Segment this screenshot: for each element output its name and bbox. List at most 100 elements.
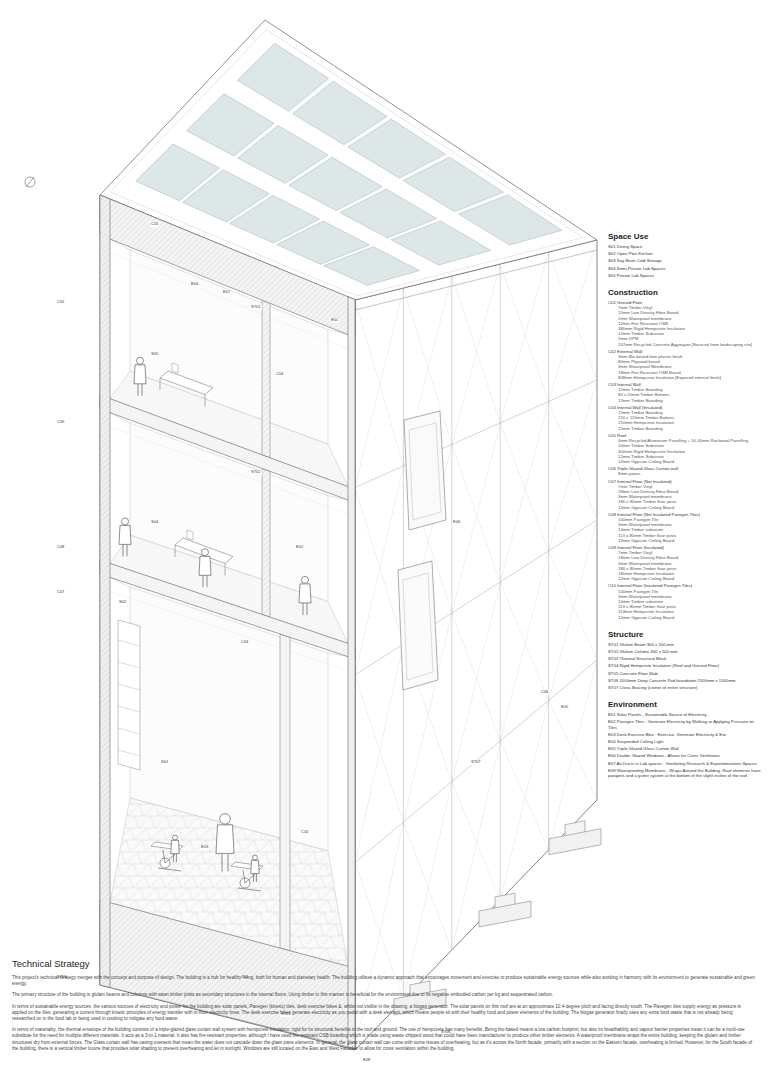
spec-layer: 3mm Waterproof Membrane xyxy=(608,364,763,369)
callout-number: S01 xyxy=(160,760,169,765)
spec-item: E03 Desk Exercise Bike - Exercise, Gener… xyxy=(608,732,763,737)
curtain-wall-section xyxy=(348,297,355,1049)
cross-bracing xyxy=(452,423,500,613)
solar-panel xyxy=(459,195,562,245)
bike-base xyxy=(158,868,181,871)
spec-layer: 7mm Timber Vinyl xyxy=(608,305,763,310)
legend-panel: Space UseS01 Dining SpaceS02 Open Plan K… xyxy=(608,232,763,778)
bike-base xyxy=(238,888,261,891)
spec-item: E02 Pavegen Tiles - Generate Electricity… xyxy=(608,719,763,729)
person-leg xyxy=(307,603,308,615)
callout-number: E02 xyxy=(295,545,304,550)
spec-layer: 10mm Timber substrate xyxy=(608,527,763,532)
external-wall xyxy=(100,195,110,988)
callout-number: E07 xyxy=(222,290,231,295)
spec-layer: 12mm Gypsum Ceiling Board xyxy=(608,538,763,543)
callout-number: E03 xyxy=(200,845,209,850)
lab-equipment xyxy=(172,363,178,373)
shelf xyxy=(118,706,140,712)
person-head xyxy=(173,835,178,840)
spec-item: S04 Semi-Private Lab Spaces xyxy=(608,266,763,271)
person-leg xyxy=(173,854,174,862)
lab-equipment xyxy=(187,530,193,540)
cross-bracing xyxy=(500,582,548,701)
cross-bracing xyxy=(355,675,403,822)
callout-number: C02 xyxy=(56,300,65,305)
section-heading: Construction xyxy=(608,288,763,297)
lab-coat xyxy=(199,556,211,575)
person-figure xyxy=(216,814,234,872)
floor-slab xyxy=(100,395,355,503)
cross-bracing xyxy=(355,488,403,645)
cross-bracing xyxy=(500,551,548,741)
cross-bracing xyxy=(549,551,597,660)
spec-item: E06 Double Glazed Windows - Allows for C… xyxy=(608,753,763,758)
insulation-hatch xyxy=(262,300,270,458)
cross-bracing xyxy=(549,520,597,701)
callout-number: E06 xyxy=(452,520,461,525)
spec-layer: 80mm Plywood board xyxy=(608,359,763,364)
person-leg xyxy=(256,874,257,882)
person-leg xyxy=(123,544,124,556)
bike-frame xyxy=(245,874,255,883)
spec-layer: 2mm Waterproof membrane xyxy=(608,316,763,321)
callout-number: S04 xyxy=(150,520,159,525)
spec-layer: 15mm Timber Boarding xyxy=(608,410,763,415)
cross-bracing xyxy=(355,288,403,488)
paragraph-text: The primary structure of the building is… xyxy=(12,992,756,998)
floor-slab xyxy=(100,560,355,659)
cross-bracing xyxy=(500,741,548,850)
spec-item: S02 Open Plan Kitchen xyxy=(608,251,763,256)
spec-item: C10 Internal Floor (Insulated Pavegen Ti… xyxy=(608,583,763,588)
cross-bracing xyxy=(549,402,597,521)
lab-coat xyxy=(251,860,259,873)
spec-item: ST01 Glulam Beam 300 x 500 mm xyxy=(608,642,763,647)
hempcrete-hatch xyxy=(100,195,355,338)
callout-number: C07 xyxy=(56,590,65,595)
spec-item: C01 Ground Floor xyxy=(608,300,763,305)
person-leg xyxy=(142,384,143,396)
floor-slab xyxy=(100,900,355,1049)
spec-layer: 210 x 120mm Timber Battens xyxy=(608,415,763,420)
spec-layer: 12mm Gypsum Ceiling Board xyxy=(608,505,763,510)
spec-layer: 380mm Rigid Hempcrete Insulation xyxy=(608,326,763,331)
bike-frame xyxy=(165,854,175,863)
person-leg xyxy=(303,603,304,615)
shelf xyxy=(118,750,140,756)
callout-number: ST07 xyxy=(470,760,482,765)
person-head xyxy=(122,518,129,525)
bench-leg xyxy=(160,378,161,390)
window-sash xyxy=(398,561,438,690)
spec-layer: 808mm Hempcrete Insulation [Exposed inte… xyxy=(608,375,763,380)
spec-layer: 100mm Pavegen Tile xyxy=(608,517,763,522)
spec-layer: 3mm Waterproof membrane xyxy=(608,561,763,566)
callout-number: S05 xyxy=(150,352,159,357)
person-figure xyxy=(171,835,179,862)
person-head xyxy=(253,855,258,860)
spec-layer: 80 x 50mm Timber Battens xyxy=(608,392,763,397)
person-head xyxy=(137,357,144,364)
spec-item: C04 Internal Wall (Insulated) xyxy=(608,405,763,410)
spec-layer: 12mm Timber Substrate xyxy=(608,454,763,459)
callout-number: C05 xyxy=(150,222,159,227)
person-leg xyxy=(253,874,254,882)
spec-layer: 12mm Fire Resistant OSB xyxy=(608,321,763,326)
spec-layer: 100mm Pavegen Tile xyxy=(608,589,763,594)
spec-item: S05 Private Lab Spaces xyxy=(608,273,763,278)
person-figure xyxy=(119,518,131,557)
shelf xyxy=(118,662,140,668)
cross-bracing xyxy=(500,264,548,402)
section-heading: Structure xyxy=(608,630,763,639)
person-figure xyxy=(134,357,146,396)
transom xyxy=(355,660,597,863)
hempcrete-hatch xyxy=(100,900,355,1049)
internal-wall xyxy=(262,468,270,617)
spec-layer: 207mm Recycled Concrete Aggregate [Sourc… xyxy=(608,342,763,347)
callout-number: E08 xyxy=(362,1058,371,1063)
person-leg xyxy=(228,853,229,871)
person-leg xyxy=(203,575,204,587)
cross-bracing xyxy=(500,423,548,551)
spec-layer: 180 x 80mm Timber floor joists xyxy=(608,566,763,571)
spec-layer: 18mm Fire Resistant OSB Board xyxy=(608,370,763,375)
wall-hatch xyxy=(100,195,110,988)
